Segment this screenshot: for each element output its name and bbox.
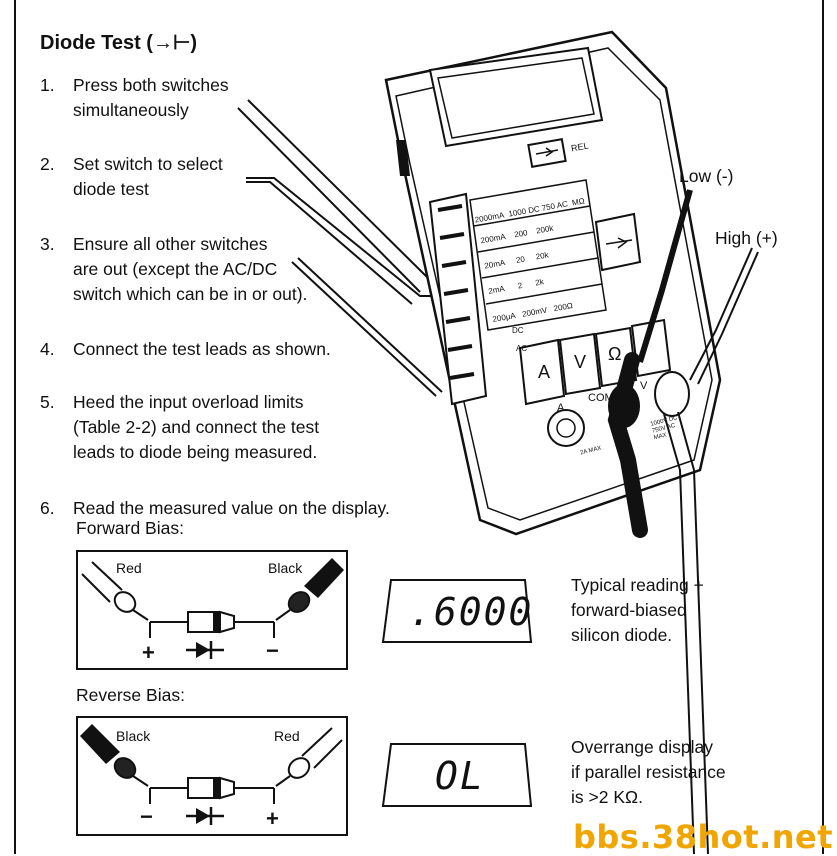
red-probe-icon	[81, 561, 149, 621]
reverse-right-probe-label: Red	[274, 728, 300, 744]
volts-jack-label: V	[640, 380, 648, 392]
diode-body-icon	[187, 776, 235, 800]
watermark: bbs.38hot.net	[572, 818, 833, 856]
reverse-circuit-svg	[80, 724, 343, 825]
black-probe-icon	[80, 724, 149, 787]
red-probe-icon	[275, 727, 343, 787]
reverse-left-sign: −	[140, 804, 153, 829]
amps-button: A	[538, 362, 551, 382]
reverse-lcd-display: OL	[381, 742, 533, 808]
black-probe-icon	[275, 558, 344, 621]
dc-label: DC	[512, 326, 524, 335]
diode-symbol-icon	[186, 807, 224, 825]
page-frame	[14, 0, 824, 854]
reverse-right-sign: +	[266, 806, 279, 831]
volts-button: V	[574, 352, 587, 372]
forward-lcd-display: .6000	[381, 578, 533, 644]
reverse-bias-heading: Reverse Bias:	[76, 685, 185, 705]
forward-left-probe-label: Red	[116, 560, 142, 576]
ac-label: AC	[516, 344, 528, 353]
diode-symbol-icon	[186, 641, 224, 659]
forward-right-probe-label: Black	[268, 560, 303, 576]
reverse-left-probe-label: Black	[116, 728, 151, 744]
forward-bias-heading: Forward Bias:	[76, 518, 184, 538]
reverse-bias-diagram: Black Red − +	[76, 716, 348, 836]
high-lead-label: High (+)	[715, 228, 778, 248]
ohms-button: Ω	[608, 344, 622, 364]
forward-bias-diagram: Red Black + −	[76, 550, 348, 670]
com-jack-label: COM	[588, 392, 614, 404]
amps-jack-label: A	[557, 402, 565, 414]
forward-circuit-svg	[81, 558, 344, 659]
low-lead-label: Low (-)	[679, 166, 734, 186]
forward-left-sign: +	[142, 640, 155, 665]
page-title: Diode Test (→⊢)	[40, 32, 198, 54]
diode-body-icon	[187, 610, 235, 634]
forward-right-sign: −	[266, 638, 279, 663]
